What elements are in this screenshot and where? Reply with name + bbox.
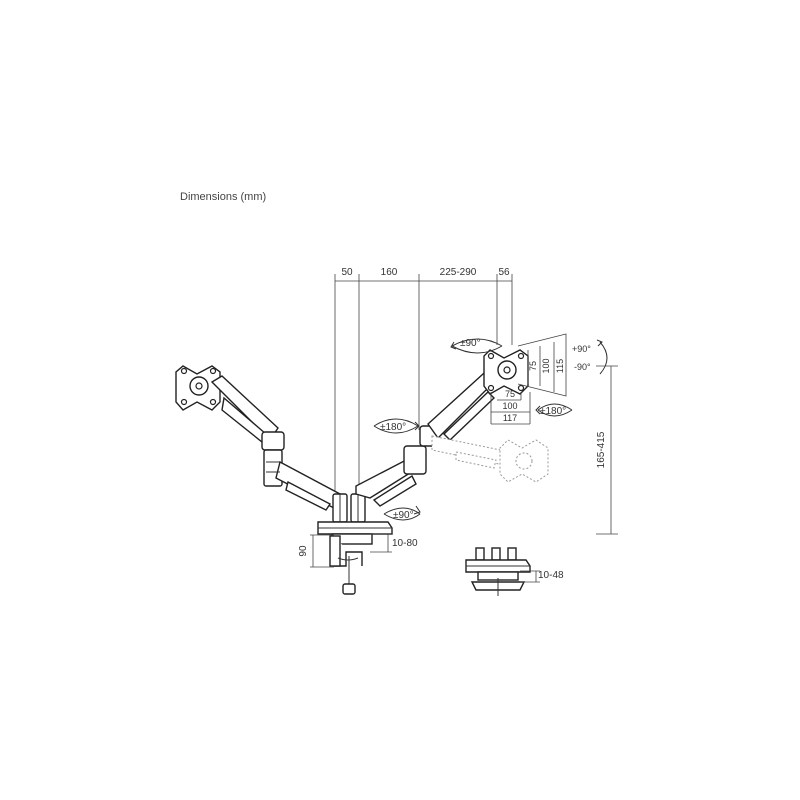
rotation-arrow-icon [413, 505, 421, 515]
tilt-down-label: -90° [574, 362, 591, 372]
dim-label-clamp-range: 10-80 [392, 538, 418, 549]
vesa-plate-tilt-outline [517, 333, 567, 397]
dim-label-plate-117-horizontal: 117 [503, 413, 517, 423]
plate-horizontal-dimension-lines [490, 392, 531, 425]
rotation-label-head-swivel: ±90° [460, 338, 481, 349]
rotation-elbow [373, 418, 420, 434]
dim-label-clamp-height: 90 [298, 545, 309, 557]
dim-label-height-range: 165-415 [596, 431, 607, 468]
dim-label-plate-100-vertical: 100 [541, 358, 551, 373]
tilt-up-label: +90° [572, 344, 591, 354]
dim-label-56: 56 [498, 267, 510, 278]
left-arm [210, 375, 341, 511]
grommet-mount [465, 547, 531, 596]
rotation-label-elbow: ±180° [380, 422, 406, 433]
right-arm [355, 362, 503, 507]
dim-label-160: 160 [381, 267, 398, 278]
rotation-label-base: ±90° [393, 510, 414, 521]
right-vesa-plate [483, 349, 529, 395]
tilt-arrow-icon [599, 341, 608, 375]
tilt-arrowhead-icon [596, 339, 603, 347]
clamp-dimension-lines [310, 533, 392, 568]
dim-label-plate-75-vertical: 75 [528, 361, 538, 371]
dim-label-plate-115-vertical: 115 [555, 359, 565, 373]
desk-clamp [329, 535, 363, 595]
dim-label-plate-100-horizontal: 100 [502, 401, 517, 411]
right-arm-ghost [431, 435, 549, 483]
rotation-arrow-icon [535, 405, 541, 415]
top-dimension-lines [334, 274, 513, 500]
rotation-plate [535, 403, 573, 417]
central-pole [332, 493, 366, 523]
rotation-head-swivel [450, 338, 503, 354]
left-vesa-plate [175, 365, 221, 411]
height-dimension-lines [596, 365, 618, 535]
dim-label-225-290: 225-290 [440, 267, 477, 278]
grommet-dimension-lines [520, 570, 540, 583]
dim-label-plate-75-horizontal: 75 [505, 389, 515, 399]
page-title: Dimensions (mm) [180, 191, 267, 203]
dim-label-50: 50 [341, 267, 353, 278]
rotation-arrow-icon [450, 341, 457, 350]
dim-label-grommet-range: 10-48 [538, 570, 564, 581]
rotation-base [383, 505, 421, 521]
rotation-label-plate: ±180° [540, 406, 566, 417]
rotation-arrow-icon [414, 421, 420, 431]
desk-base [317, 521, 393, 545]
